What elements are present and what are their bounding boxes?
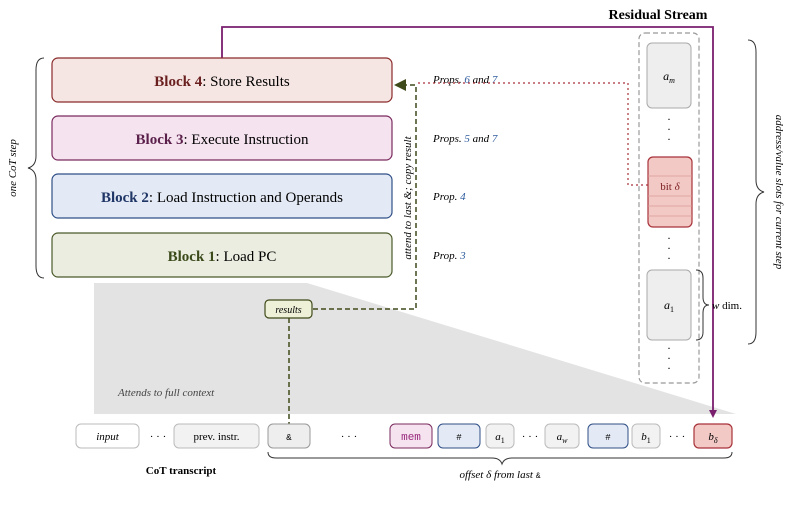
w-dim-brace	[695, 269, 710, 341]
svg-text:bit δ: bit δ	[660, 181, 680, 193]
svg-text:input: input	[96, 431, 120, 443]
svg-text:aw: aw	[557, 431, 569, 445]
residual-vector	[638, 32, 700, 384]
svg-text:Block 3: Execute Instruction: Block 3: Execute Instruction	[136, 132, 309, 148]
svg-text:b1: b1	[641, 431, 651, 445]
block-4[interactable]: Block 4: Store Results	[51, 57, 393, 103]
block-3-title: Block 3	[136, 132, 184, 148]
block-2-title: Block 2	[101, 190, 149, 206]
token-ellipsis-4: · · ·	[669, 431, 686, 443]
svg-text:a1: a1	[495, 431, 505, 445]
bit-delta-dotted-path	[418, 82, 648, 186]
token-amp: &	[267, 423, 311, 449]
svg-text:Block 1: Load PC: Block 1: Load PC	[168, 249, 277, 265]
svg-text:prev. instr.: prev. instr.	[193, 431, 239, 443]
offset-label: offset δ from last &	[459, 469, 540, 481]
block-2[interactable]: Block 2: Load Instruction and Operands	[51, 173, 393, 219]
svg-text:a1: a1	[664, 298, 674, 314]
slot-ellipsis-top-2: ·	[667, 122, 671, 136]
attention-region	[94, 283, 736, 414]
svg-text:#: #	[605, 433, 611, 443]
residual-stream-line	[221, 26, 717, 418]
slot-ellipsis-top: ·	[667, 112, 671, 126]
token-mem: mem	[389, 423, 433, 449]
token-b-delta: bδ	[693, 423, 733, 449]
token-b-1: b1	[631, 423, 661, 449]
props-block-3: Props. 5 and 7	[432, 133, 498, 145]
svg-text:am: am	[663, 69, 675, 85]
token-ellipsis-3: · · ·	[522, 431, 539, 443]
block-2-desc: : Load Instruction and Operands	[149, 190, 343, 206]
slot-ellipsis-bot-3: ·	[667, 361, 671, 375]
slot-ellipsis-mid: ·	[667, 231, 671, 245]
copy-result-arrowhead	[394, 79, 406, 91]
slot-ellipsis-bot: ·	[667, 341, 671, 355]
block-1-desc: : Load PC	[216, 249, 277, 265]
svg-text:results: results	[275, 305, 301, 316]
token-a-1: a1	[485, 423, 515, 449]
token-ellipsis-1: · · ·	[150, 431, 167, 443]
slot-ellipsis-mid-2: ·	[667, 241, 671, 255]
attends-full-label: Attends to full context	[117, 387, 215, 399]
svg-text:bδ: bδ	[708, 431, 718, 445]
slot-a-m: am	[646, 42, 692, 109]
cot-step-brace	[27, 57, 45, 279]
token-hash-1: #	[437, 423, 481, 449]
residual-stream-title: Residual Stream	[609, 8, 708, 23]
svg-text:Block 4: Store Results: Block 4: Store Results	[154, 74, 290, 90]
block-1[interactable]: Block 1: Load PC	[51, 232, 393, 278]
results-box[interactable]: results	[264, 299, 313, 319]
block-4-title: Block 4	[154, 74, 202, 90]
slot-a-1: a1	[646, 269, 692, 341]
svg-text:Block 2: Load Instruction and: Block 2: Load Instruction and Operands	[101, 190, 343, 206]
slots-label: address/value slots for current step	[773, 115, 785, 270]
copy-result-path	[313, 84, 417, 310]
svg-text:#: #	[456, 433, 462, 443]
cot-step-label: one CoT step	[7, 139, 19, 197]
block-4-desc: : Store Results	[202, 74, 290, 90]
svg-text:mem: mem	[401, 432, 421, 444]
block-1-title: Block 1	[168, 249, 216, 265]
token-ellipsis-2: · · ·	[341, 431, 358, 443]
cot-transcript-label: CoT transcript	[146, 465, 217, 477]
token-prev-instr: prev. instr.	[173, 423, 260, 449]
svg-text:&: &	[286, 433, 292, 443]
w-dim-label: w dim.	[712, 300, 742, 312]
props-block-4: Props. 6 and 7	[432, 74, 498, 86]
slot-ellipsis-bot-2: ·	[667, 351, 671, 365]
props-block-1: Prop. 3	[432, 250, 466, 262]
props-block-2: Prop. 4	[432, 191, 466, 203]
slot-ellipsis-mid-3: ·	[667, 251, 671, 265]
attend-label: attend to last &; copy result	[402, 135, 414, 259]
slot-ellipsis-top-3: ·	[667, 132, 671, 146]
token-a-w: aw	[544, 423, 580, 449]
block-3[interactable]: Block 3: Execute Instruction	[51, 115, 393, 161]
token-hash-2: #	[587, 423, 629, 449]
offset-brace	[267, 451, 733, 466]
block-3-desc: : Execute Instruction	[183, 132, 308, 148]
slots-brace	[747, 39, 765, 345]
slot-bit-delta: bit δ	[647, 156, 693, 228]
token-input: input	[75, 423, 140, 449]
